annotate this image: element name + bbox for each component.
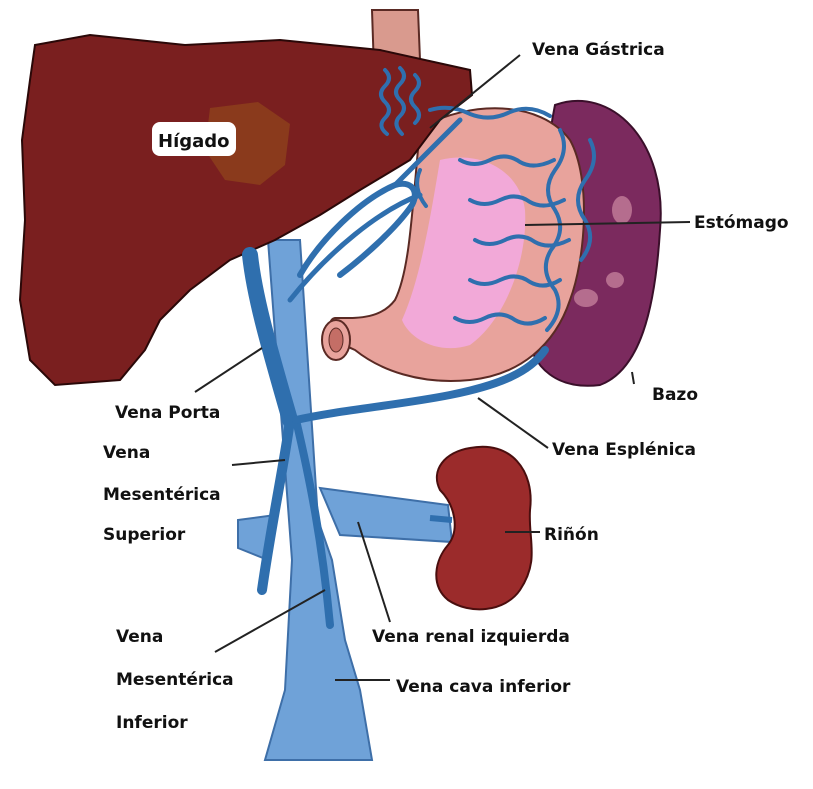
label-left-renal-vein: Vena renal izquierda: [372, 627, 570, 647]
renal-vein-dark-stub: [430, 518, 452, 520]
pylorus-inner: [329, 328, 343, 352]
leader-superior-mesenteric: [232, 460, 285, 465]
leader-splenic-vein: [478, 398, 548, 448]
label-stomach: Estómago: [694, 213, 789, 233]
label-spleen: Bazo: [652, 385, 698, 405]
label-superior-mesenteric-line3: Superior: [103, 525, 186, 545]
label-inferior-mesenteric-line3: Inferior: [116, 713, 188, 733]
leader-portal-vein: [195, 348, 262, 392]
spleen-spot-1: [612, 196, 632, 224]
label-gastric-vein: Vena Gástrica: [532, 40, 665, 60]
leader-spleen: [632, 372, 634, 384]
label-inferior-mesenteric-line1: Vena: [116, 627, 163, 647]
label-liver: Hígado: [158, 131, 230, 152]
spleen-spot-2: [574, 289, 598, 307]
label-inferior-vena-cava: Vena cava inferior: [396, 677, 571, 697]
label-superior-mesenteric-line2: Mesentérica: [103, 485, 221, 505]
renal-vein-shape: [320, 488, 452, 542]
label-inferior-mesenteric-line2: Mesentérica: [116, 670, 234, 690]
spleen-spot-3: [606, 272, 624, 288]
label-superior-mesenteric-line1: Vena: [103, 443, 150, 463]
label-portal-vein: Vena Porta: [115, 403, 220, 423]
label-kidney: Riñón: [544, 525, 599, 545]
label-splenic-vein: Vena Esplénica: [552, 440, 696, 460]
